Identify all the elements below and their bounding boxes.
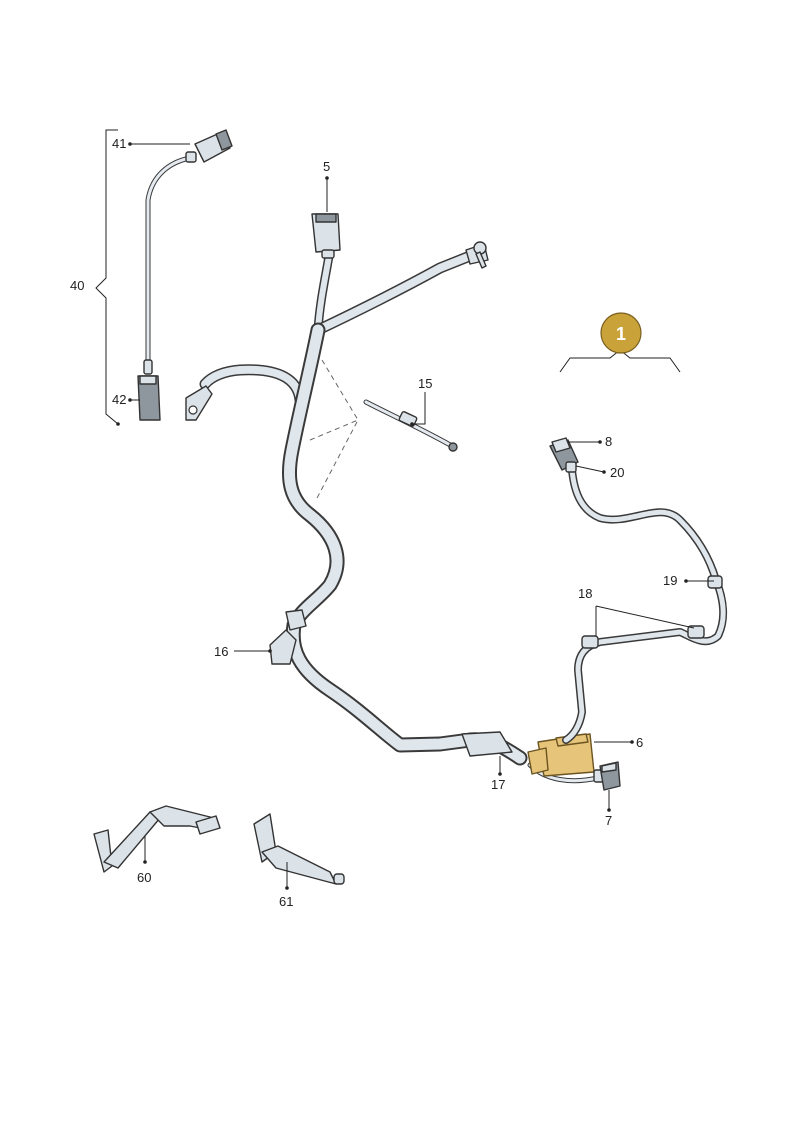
connector-42 [137, 359, 161, 421]
ring-terminal-upper [465, 241, 489, 269]
connector-41 [185, 129, 233, 163]
main-harness-cable [199, 245, 601, 784]
callout-61: 61 [279, 894, 293, 909]
callout-5: 5 [323, 159, 330, 174]
bracket-61 [253, 813, 345, 885]
callout-42: 42 [112, 392, 126, 407]
callout-7: 7 [605, 813, 612, 828]
callout-60: 60 [137, 870, 151, 885]
bracket-60 [93, 805, 221, 873]
connector-5 [311, 213, 341, 259]
callout-41: 41 [112, 136, 126, 151]
callout-16: 16 [214, 644, 228, 659]
cable-tie-15 [363, 399, 458, 452]
callout-20: 20 [610, 465, 624, 480]
bracket-16 [269, 609, 307, 665]
callout-8: 8 [605, 434, 612, 449]
group-40-bracket [95, 129, 119, 425]
connector-8 [549, 437, 579, 473]
callout-40: 40 [70, 278, 84, 293]
assembly-dashed-lines [309, 359, 359, 501]
badge-label: 1 [616, 324, 626, 344]
callout-17: 17 [491, 777, 505, 792]
callout-15: 15 [418, 376, 432, 391]
connector-6 [527, 733, 595, 777]
callout-18: 18 [578, 586, 592, 601]
callout-19: 19 [663, 573, 677, 588]
ring-terminal-left [185, 385, 213, 421]
assembly-badge [600, 312, 642, 354]
assembly-badge-group: 1 [559, 312, 681, 373]
sensor-cable-40 [137, 129, 233, 421]
right-harness-branch [562, 466, 727, 744]
connector-7 [593, 761, 621, 791]
callout-6: 6 [636, 735, 643, 750]
